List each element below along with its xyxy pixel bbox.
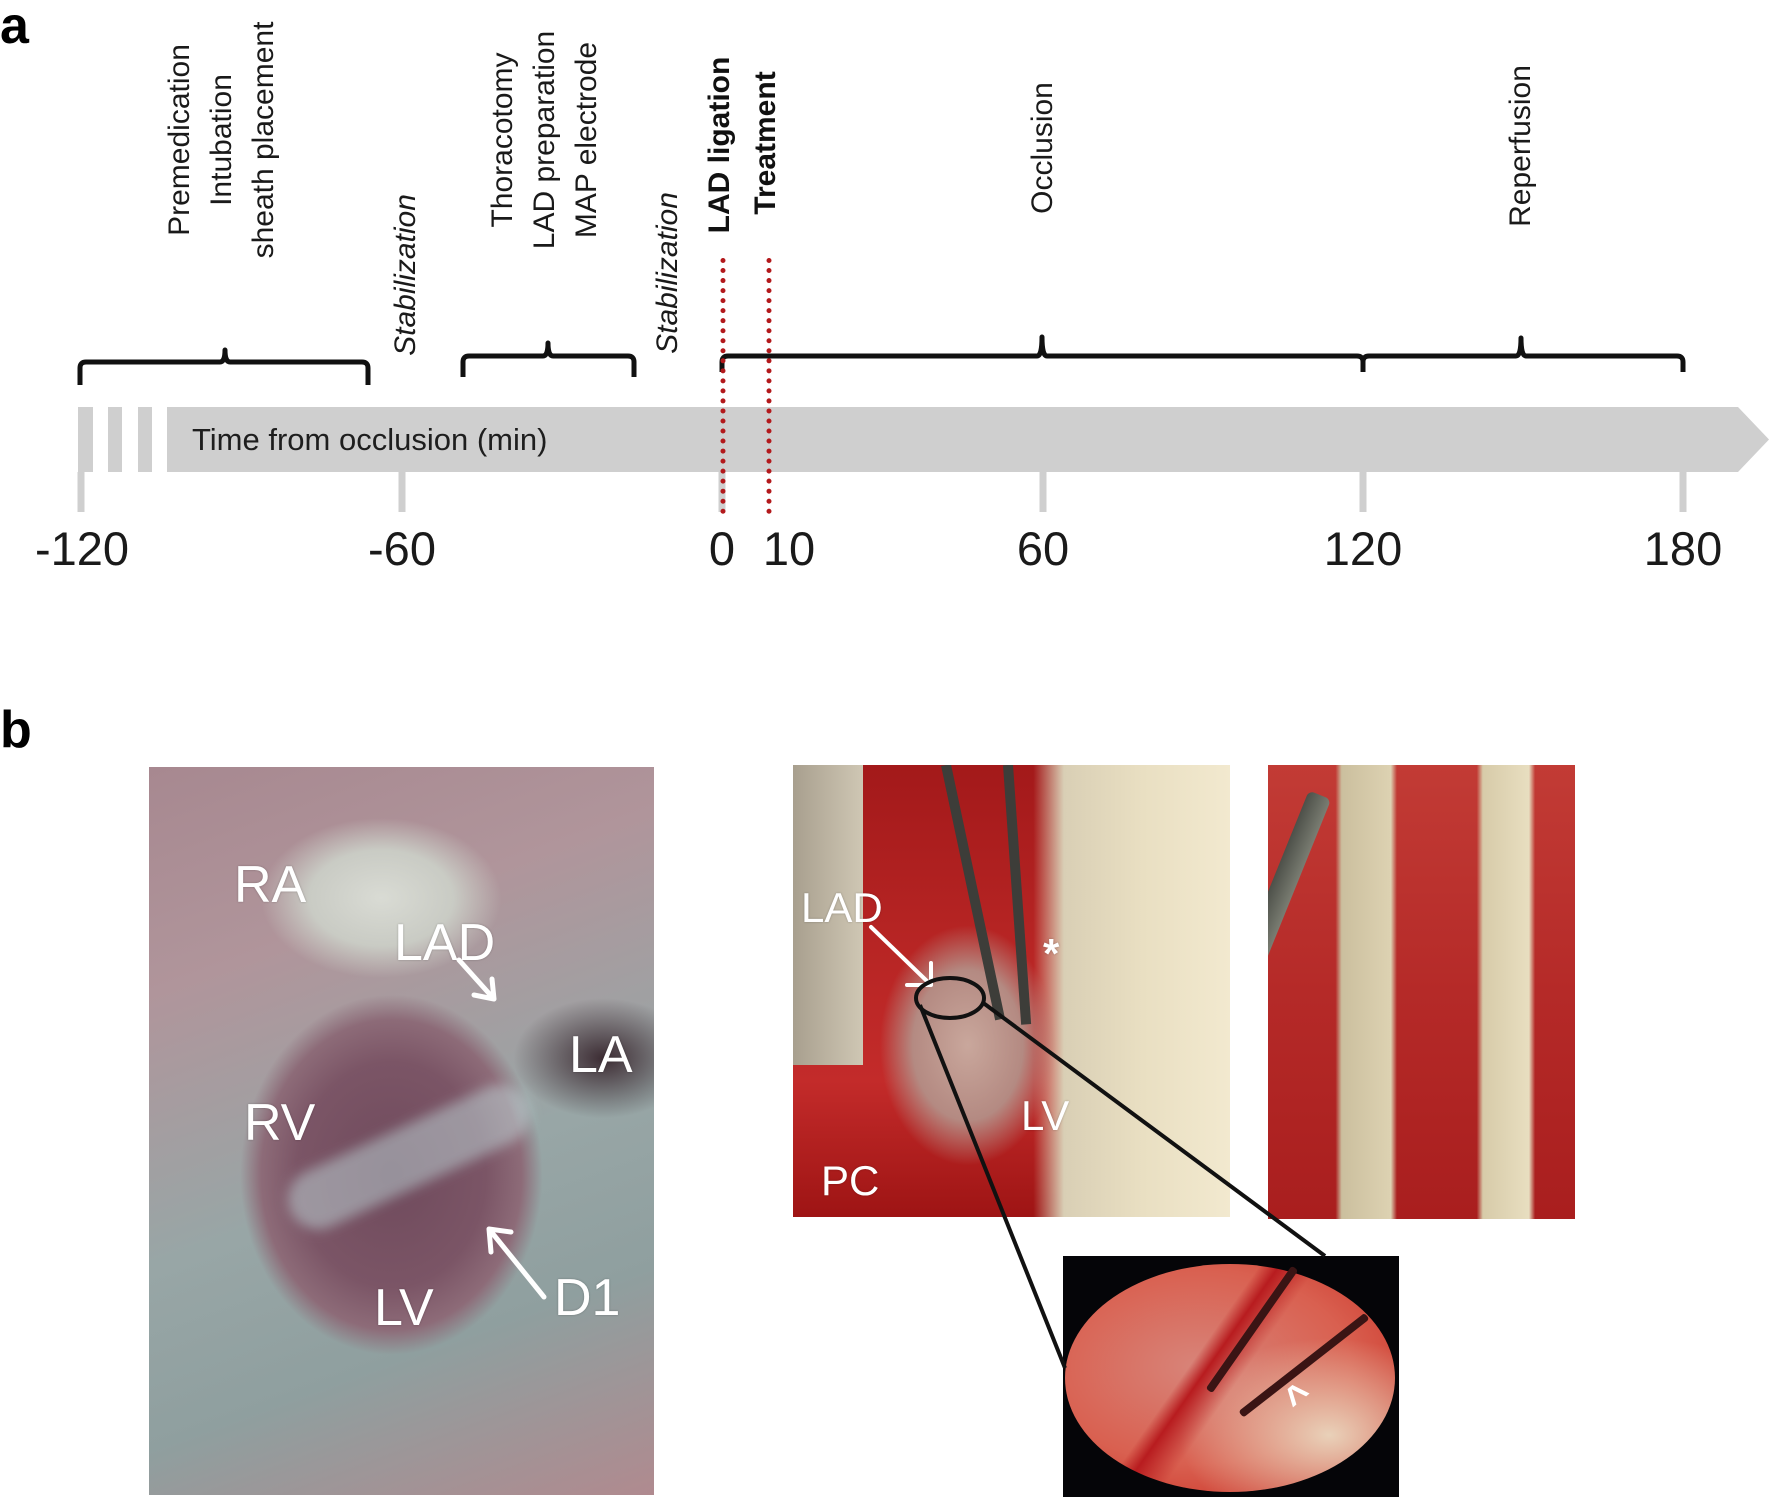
phase-label-surgery: Thoracotomy LAD preparation MAP electrod… xyxy=(482,31,608,249)
label-lv: LV xyxy=(1021,1092,1070,1139)
phase-line: sheath placement xyxy=(247,21,280,259)
phase-label-occlusion: Occlusion xyxy=(1022,82,1064,214)
tick-label: 120 xyxy=(1323,522,1403,575)
label-lad: LAD xyxy=(801,884,883,931)
surgery-clamp-photo xyxy=(1268,765,1575,1219)
event-line-treatment xyxy=(766,258,772,514)
tick-label: 10 xyxy=(762,522,816,575)
tick-mark xyxy=(77,472,85,512)
timeline-bar xyxy=(167,407,1703,472)
panel-label-a: a xyxy=(0,0,29,55)
label-lv: LV xyxy=(374,1279,434,1337)
panel-label-b: b xyxy=(0,701,32,759)
timeline-break-stripe xyxy=(108,407,122,472)
phase-label-reperfusion: Reperfusion xyxy=(1500,65,1542,227)
phase-label-preparation: Premedication Intubation sheath placemen… xyxy=(159,22,285,259)
label-lad: LAD xyxy=(394,914,496,972)
bracket-surgery xyxy=(460,340,637,377)
phase-line: LAD ligation xyxy=(703,56,736,234)
event-label-treatment: Treatment xyxy=(745,71,787,214)
bracket-preparation xyxy=(77,347,371,385)
label-ra: RA xyxy=(234,856,307,914)
tick-mark xyxy=(1679,472,1687,512)
tick-label: -60 xyxy=(368,522,436,575)
event-line-lad-ligation xyxy=(720,258,726,514)
magnified-inset-photo: ^ xyxy=(1063,1256,1399,1497)
bracket-reperfusion xyxy=(1360,335,1686,372)
surgery-ligation-photo: LAD * LV PC xyxy=(793,765,1230,1217)
label-pc: PC xyxy=(821,1157,880,1204)
forceps xyxy=(941,765,1005,1021)
clamp-instrument xyxy=(1268,790,1332,1219)
label-la: LA xyxy=(569,1026,633,1084)
phase-line: Reperfusion xyxy=(1504,65,1537,227)
phase-label-stabilization-1: Stabilization xyxy=(385,194,427,356)
tick-mark xyxy=(1039,472,1047,512)
arrow-lad-icon xyxy=(869,925,933,987)
bracket-occlusion xyxy=(719,334,1366,372)
tick-mark xyxy=(398,472,406,512)
timeline-axis-label: Time from occlusion (min) xyxy=(192,422,548,457)
phase-line: Treatment xyxy=(749,71,782,215)
tick-label: 60 xyxy=(1016,522,1070,575)
heart-sheen xyxy=(278,1074,540,1240)
phase-line: MAP electrode xyxy=(570,41,603,239)
heart-photo: RA LAD LA RV LV D1 xyxy=(149,767,654,1495)
forceps xyxy=(1003,765,1032,1025)
inset-lens xyxy=(1065,1264,1395,1492)
tick-label: 180 xyxy=(1643,522,1723,575)
timeline-break-stripe xyxy=(138,407,152,472)
label-asterisk: * xyxy=(1043,930,1060,977)
label-rv: RV xyxy=(244,1094,316,1152)
phase-line: Premedication xyxy=(163,44,196,236)
event-label-lad-ligation: LAD ligation xyxy=(699,57,741,234)
phase-line: Stabilization xyxy=(651,192,684,354)
phase-line: Occlusion xyxy=(1026,82,1059,214)
phase-line: Stabilization xyxy=(389,194,422,356)
retractor xyxy=(793,765,863,1065)
label-d1: D1 xyxy=(554,1269,621,1327)
phase-label-stabilization-2: Stabilization xyxy=(647,192,689,354)
phase-line: Intubation xyxy=(205,74,238,206)
tick-label: 0 xyxy=(708,522,736,575)
arrow-d1-icon xyxy=(486,1226,547,1300)
phase-line: Thoracotomy xyxy=(486,52,519,228)
tick-label: -120 xyxy=(34,522,130,575)
timeline-break-stripe xyxy=(78,407,93,472)
phase-line: LAD preparation xyxy=(528,30,561,250)
tick-mark xyxy=(1359,472,1367,512)
